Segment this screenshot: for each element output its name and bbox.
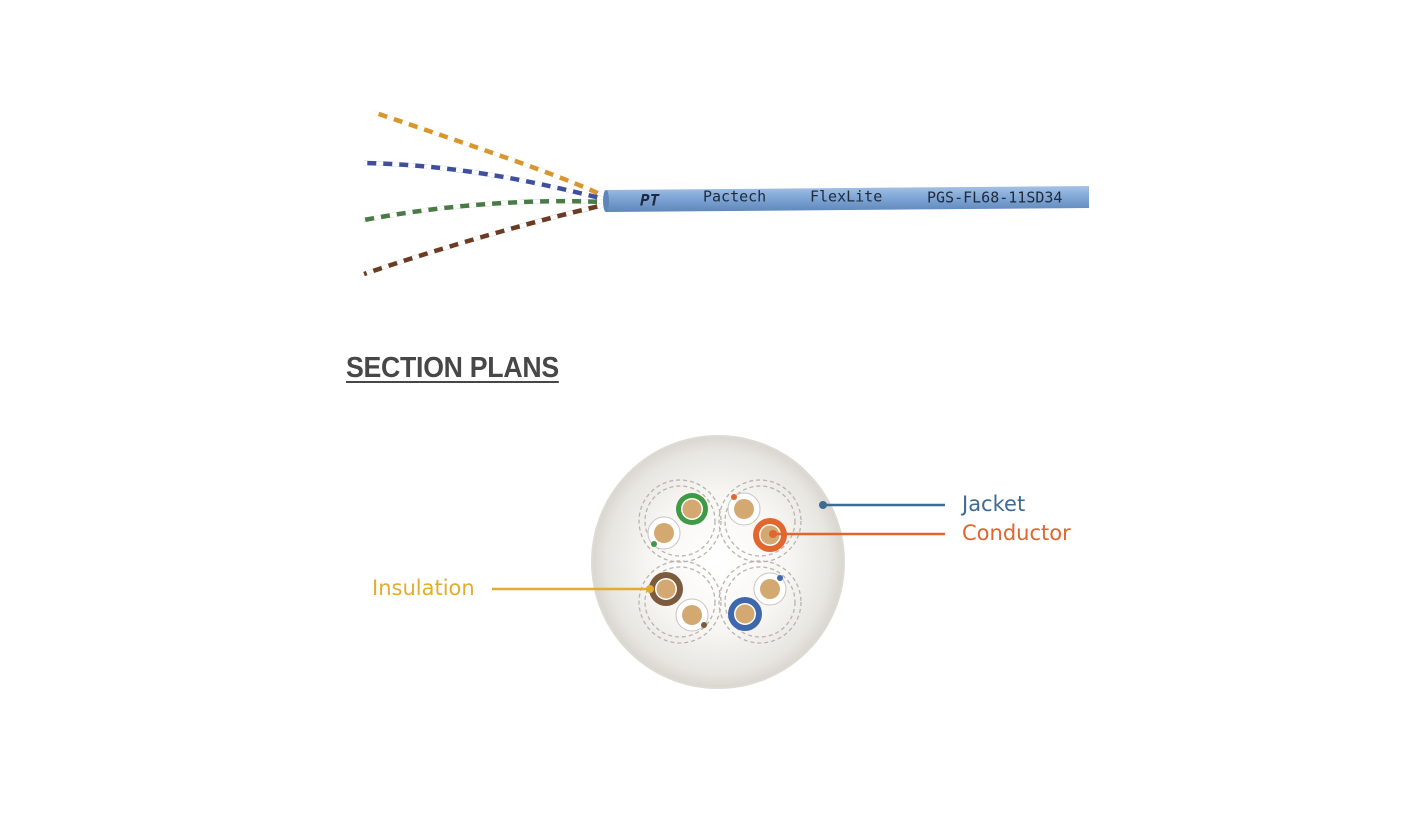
cable-cross-section — [591, 435, 845, 689]
pair-green — [647, 493, 708, 550]
label-conductor: Conductor — [962, 521, 1071, 545]
jacket-print-part-number: PGS-FL68-11SD34 — [927, 189, 1062, 207]
pair-brown — [649, 572, 709, 632]
label-jacket: Jacket — [960, 492, 1025, 516]
section-title: SECTION PLANS — [346, 352, 559, 384]
twisted-pair-brown — [363, 202, 605, 277]
jacket-print-product: FlexLite — [810, 188, 882, 206]
callout-insulation: Insulation — [372, 576, 654, 600]
callout-jacket: Jacket — [819, 492, 1025, 516]
twisted-pair-blue — [363, 160, 605, 202]
outer-sheath — [591, 435, 845, 689]
pair-blue — [728, 572, 787, 631]
callout-conductor: Conductor — [769, 521, 1071, 545]
pair-shields — [638, 479, 802, 644]
twisted-pair-green — [363, 198, 605, 223]
jacket-print-logo: PT — [640, 191, 661, 210]
label-insulation: Insulation — [372, 576, 475, 600]
jacket-cut-end — [603, 190, 609, 212]
cable-side-view: PT Pactech FlexLite PGS-FL68-11SD34 — [363, 109, 1089, 277]
twisted-pair-orange — [372, 109, 605, 199]
jacket-print-brand: Pactech — [703, 188, 766, 206]
cable-jacket — [606, 186, 1089, 212]
